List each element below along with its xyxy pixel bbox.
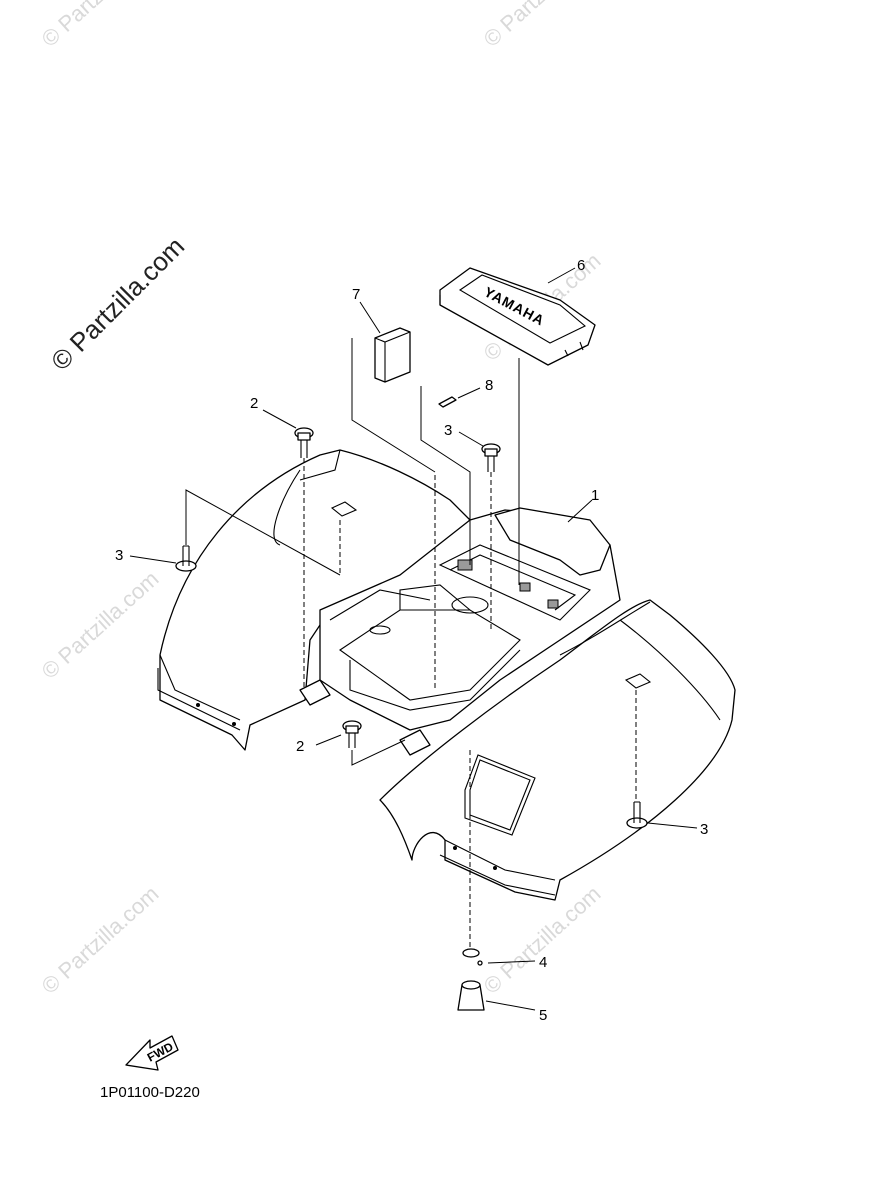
callout-labels: 2 7 6 8 3 1 3 2 3 4 5 [115, 257, 708, 1024]
pin-part-8 [438, 396, 457, 408]
diagram-code: 1P01100-D220 [100, 1084, 200, 1101]
watermark: © Partzilla.com [37, 566, 164, 684]
callout-6: 6 [577, 257, 585, 274]
callout-1: 1 [591, 487, 599, 504]
callout-4: 4 [539, 954, 547, 971]
callout-8: 8 [485, 377, 493, 394]
watermark: © Partzilla.com [37, 0, 164, 52]
nut-part-5 [457, 980, 485, 1011]
callout-5: 5 [539, 1007, 547, 1024]
bolt-part-2-lower [342, 720, 362, 748]
watermark: © Partzilla.com [479, 0, 606, 52]
clip-part-4 [462, 948, 483, 966]
bolt-part-3-upper [481, 443, 501, 472]
rear-fender-part-1 [157, 449, 736, 901]
callout-3-left: 3 [115, 547, 123, 564]
watermark: © Partzilla.com [479, 881, 606, 999]
watermark: © Partzilla.com [37, 881, 164, 999]
bolt-part-3-left [175, 545, 197, 572]
callout-7: 7 [352, 286, 360, 303]
callout-3-right: 3 [700, 821, 708, 838]
block-part-7 [374, 327, 411, 383]
bolt-part-2-upper [294, 427, 314, 458]
assembly-lines [303, 458, 637, 950]
callout-2-upper: 2 [250, 395, 258, 412]
bolt-part-3-right [626, 801, 648, 829]
leader-lines [129, 267, 698, 1011]
watermark-main: © Partzilla.com [45, 231, 190, 376]
callout-3-upper: 3 [444, 422, 452, 439]
tail-box-lid-part-6: YAMAHA [439, 267, 596, 366]
fwd-arrow: FWD [125, 1035, 179, 1071]
callout-2-lower: 2 [296, 738, 304, 755]
